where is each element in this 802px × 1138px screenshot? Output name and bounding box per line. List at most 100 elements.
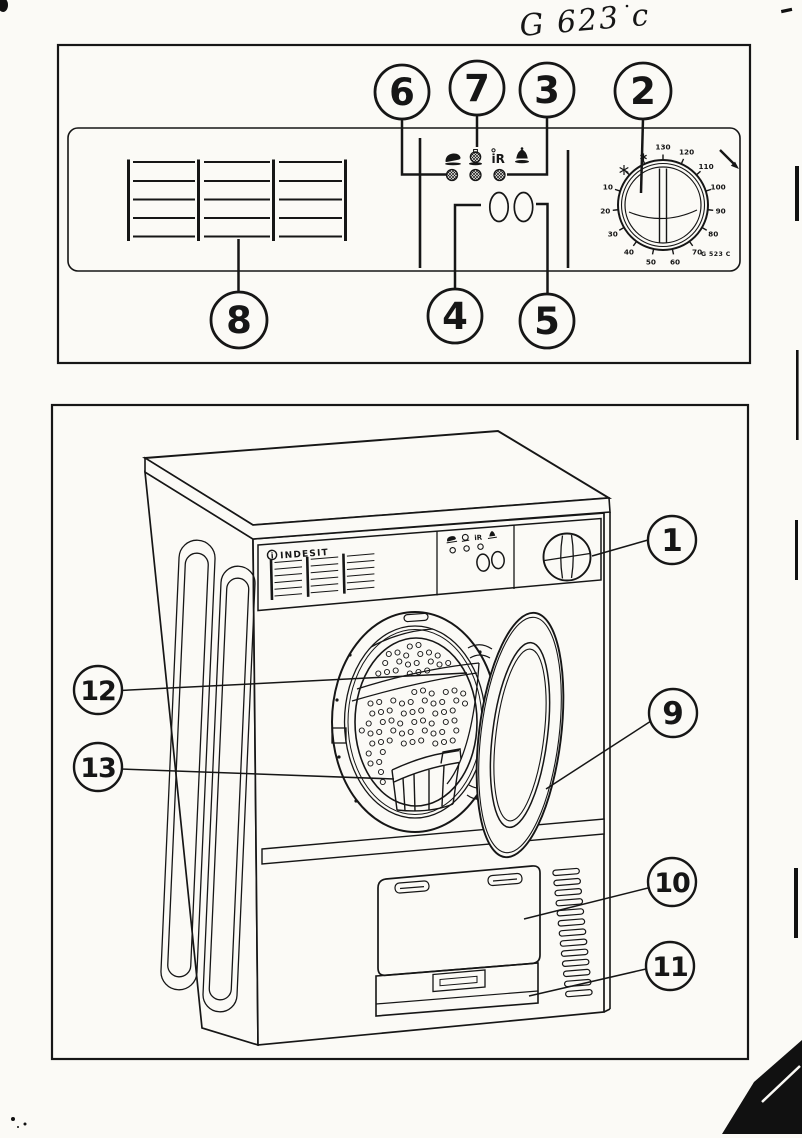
machine-program-table (342, 553, 375, 594)
dial-tick (614, 188, 620, 192)
perforation-hole (406, 643, 413, 650)
perforation-hole (439, 698, 446, 706)
perforation-hole (375, 670, 382, 677)
option-icon-row: iR (445, 147, 529, 166)
dial-tick (618, 227, 624, 231)
perforation-hole (369, 710, 376, 717)
dial-tick-label: 80 (708, 230, 718, 239)
perforation-hole (418, 707, 425, 714)
callout-13-number: 13 (80, 753, 116, 784)
drum-top-edge (370, 628, 434, 648)
table-line (274, 593, 303, 597)
perforation-hole (379, 718, 386, 726)
side-inset-outer (160, 539, 216, 991)
perforation-hole (379, 748, 386, 756)
perforation-hole (358, 727, 365, 734)
side-inset-outer (202, 565, 256, 1013)
dial-tick-label: 70 (692, 248, 702, 257)
door-top-slot (403, 612, 429, 623)
callout-6: 6 (373, 63, 431, 121)
table-line (274, 559, 303, 563)
snowflake-icon (619, 165, 629, 175)
iron-icon (445, 153, 461, 166)
perforation-hole (407, 698, 414, 706)
side-inset-inner (167, 552, 209, 978)
callout-8: 8 (209, 290, 269, 350)
vent-slot (552, 867, 580, 877)
perforation-hole (377, 708, 385, 716)
brand-name: INDESIT (280, 548, 329, 561)
door-opening (331, 611, 499, 833)
table-line (346, 580, 375, 584)
perforation-hole (367, 730, 374, 737)
table-line (310, 569, 339, 574)
dial-tick-label: 90 (716, 207, 726, 216)
perforation-hole (377, 738, 385, 746)
appliance-figure: i INDESIT iR (50, 403, 750, 1061)
perforation-hole (430, 730, 437, 737)
drum-interior (351, 628, 480, 785)
perforation-hole (428, 690, 435, 697)
perforation-hole (421, 727, 428, 734)
door-glass-outer (489, 641, 551, 829)
callout-4: 4 (426, 287, 484, 345)
callout-12: 12 (72, 664, 124, 716)
buzzer-icon (515, 147, 529, 164)
dial-tick-label: 130 (655, 143, 670, 152)
rotation-arrow-icon (719, 149, 739, 169)
door-latch-hole (331, 727, 347, 744)
perforation-hole (442, 688, 449, 696)
leader-11 (528, 968, 647, 997)
buzzer-icon (487, 530, 497, 540)
dial-tick-label: 100 (711, 183, 726, 192)
delicates-icon (469, 149, 482, 166)
perforation-hole (365, 720, 372, 727)
leader-1 (591, 539, 649, 557)
handwritten-model-note: G 623 c (518, 0, 652, 44)
perforation-hole (376, 728, 383, 736)
table-line (274, 579, 303, 584)
tray-handle (432, 969, 486, 993)
figure1-leader-lines (237, 115, 645, 294)
perforation-hole (427, 658, 434, 665)
scan-speck (17, 1126, 19, 1128)
dial-tick (632, 241, 637, 247)
leader-6 (400, 119, 446, 176)
callout-2: 2 (613, 61, 673, 121)
figure1-frame (56, 43, 752, 365)
dial-tick (696, 170, 701, 176)
indicator-light (493, 168, 506, 182)
timer-knob (542, 532, 592, 582)
leader-5 (536, 202, 549, 294)
perforation-hole (418, 737, 425, 744)
vent-slot (559, 938, 588, 947)
callout-7: 7 (448, 59, 506, 117)
indicator-light (477, 543, 484, 550)
table-divider-bar (269, 559, 274, 601)
scan-speck (11, 1117, 15, 1121)
scan-blob-topleft (0, 0, 8, 12)
drum-opening (354, 637, 478, 807)
perforation-hole (432, 740, 439, 747)
dial-tick-label: 40 (624, 248, 634, 257)
callout-13: 13 (72, 741, 124, 793)
machine-program-table (269, 559, 303, 601)
filter-slat (402, 777, 406, 812)
perforation-hole (403, 652, 410, 659)
leader-12 (119, 672, 468, 692)
dial-grip (628, 168, 698, 243)
dial-tick (671, 249, 675, 255)
callout-5-number: 5 (534, 300, 560, 343)
vent-slot (565, 988, 593, 998)
leader-13 (119, 768, 395, 780)
perforation-hole (442, 718, 449, 726)
callout-2-number: 2 (630, 70, 656, 113)
perforation-hole (383, 668, 391, 676)
machine-icon-row: iR (446, 530, 505, 572)
perforation-hole (376, 698, 383, 706)
lint-filter (391, 748, 462, 812)
perforation-hole (432, 710, 439, 717)
filter-slat (413, 774, 416, 812)
table-line (346, 566, 375, 570)
